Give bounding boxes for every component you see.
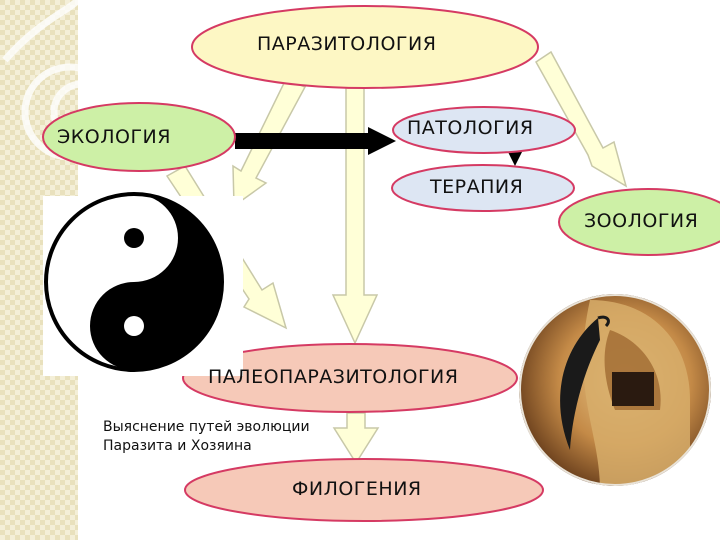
node-parasitology	[191, 5, 539, 89]
node-therapy	[391, 164, 575, 212]
note-evolution-paths: Выяснение путей эволюции Паразита и Хозя…	[103, 418, 310, 456]
label-pathology: ПАТОЛОГИЯ	[407, 117, 534, 139]
arrow-paleoparasitology-to-phylogeny	[332, 412, 380, 465]
label-therapy: ТЕРАПИЯ	[430, 176, 524, 198]
note-line-2: Паразита и Хозяина	[103, 438, 252, 454]
arrow-parasitology-to-paleoparasitology	[331, 87, 379, 345]
label-zoology: ЗООЛОГИЯ	[584, 210, 699, 232]
node-ecology	[42, 102, 236, 172]
arrow-ecology-to-pathology	[235, 127, 396, 155]
arrow-parasitology-to-zoology	[535, 50, 628, 188]
label-paleoparasitology: ПАЛЕОПАРАЗИТОЛОГИЯ	[208, 366, 459, 388]
label-phylogeny: ФИЛОГЕНИЯ	[292, 478, 422, 500]
label-ecology: ЭКОЛОГИЯ	[57, 126, 171, 148]
node-pathology	[392, 106, 576, 154]
node-phylogeny	[184, 458, 544, 522]
mummy-photo	[519, 294, 711, 486]
label-parasitology: ПАРАЗИТОЛОГИЯ	[257, 33, 437, 55]
note-line-1: Выяснение путей эволюции	[103, 419, 310, 435]
node-paleoparasitology	[182, 343, 518, 413]
node-zoology	[558, 188, 720, 256]
yin-yang-image	[43, 192, 243, 376]
